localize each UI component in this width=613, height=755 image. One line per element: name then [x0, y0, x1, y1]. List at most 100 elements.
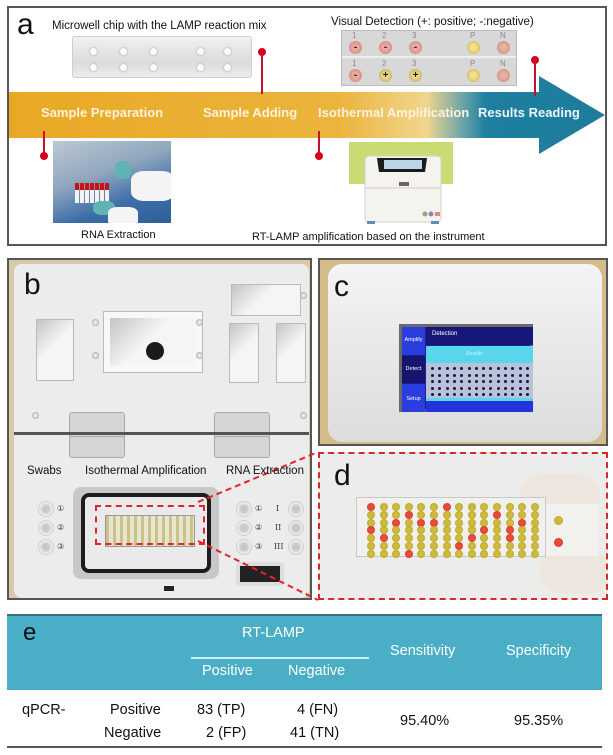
positive-well	[367, 510, 375, 519]
header-sensitivity: Sensitivity	[390, 643, 456, 659]
detection-row-2: 1 2 3 P N - + +	[342, 59, 516, 86]
screen-well-dot	[474, 373, 478, 377]
port-number: ③	[255, 542, 263, 551]
panel-b-device-photo: ① ② ③ ① ② ③ I II III b Swabs Isothermal …	[7, 258, 312, 600]
header-divider	[191, 657, 369, 659]
negative-well	[404, 549, 413, 558]
screen-well-dot	[525, 373, 529, 377]
control-tab	[546, 504, 598, 556]
screen-well-dot	[445, 380, 449, 383]
negative-well: -	[379, 41, 392, 54]
stage-isothermal-amplification: Isothermal Amplification	[318, 105, 470, 120]
positive-well	[518, 526, 527, 535]
port-number: II	[275, 523, 282, 532]
connector-dot	[315, 152, 323, 160]
screen-well-dot	[518, 367, 522, 370]
positive-well	[379, 518, 388, 527]
screen-well-dot	[525, 367, 529, 370]
positive-well	[442, 549, 451, 558]
positive-well	[467, 510, 476, 519]
well-label: P	[470, 59, 476, 68]
positive-well	[417, 542, 426, 550]
negative-well	[404, 510, 413, 519]
port-number: I	[276, 504, 280, 513]
negative-well	[367, 503, 375, 511]
positive-well	[493, 549, 501, 558]
device-housing: Amplify Detect Setup Detection Results	[328, 264, 602, 442]
panel-letter-d: d	[334, 459, 351, 492]
label-rna-extraction: RNA Extraction	[226, 465, 304, 477]
positive-well	[442, 518, 451, 527]
menu-amplify: Amplify	[402, 327, 425, 355]
screen-well-dot	[525, 380, 529, 383]
label-isothermal-amplification: Isothermal Amplification	[85, 465, 207, 477]
extraction-port	[236, 539, 252, 555]
screen-well-dot	[452, 393, 456, 396]
positive-control-well	[467, 69, 480, 82]
positive-well	[480, 542, 489, 550]
screen-well-dot	[460, 373, 464, 377]
screen-well-dot	[452, 380, 456, 383]
extraction-port	[236, 520, 252, 536]
positive-well	[404, 542, 413, 550]
header-rt-lamp: RT-LAMP	[242, 625, 305, 641]
negative-well	[417, 518, 426, 527]
table-header: e RT-LAMP Positive Negative Sensitivity …	[7, 614, 602, 690]
screen-well-dot	[482, 367, 486, 370]
screen-well-dot	[431, 386, 434, 390]
cell-tp: 83 (TP)	[197, 702, 246, 718]
device-body: ① ② ③ ① ② ③ I II III	[14, 264, 309, 598]
screen-well-dot	[438, 373, 442, 377]
storage-cavity	[36, 319, 74, 381]
negative-well	[367, 526, 375, 535]
screen-well-dot	[511, 380, 515, 383]
positive-well	[480, 503, 489, 511]
positive-well	[442, 542, 451, 550]
screen-well-dot	[511, 373, 515, 377]
screen-well-dot	[445, 393, 449, 396]
positive-control-well	[554, 516, 563, 525]
panel-c-screen-photo: Amplify Detect Setup Detection Results c	[318, 258, 608, 446]
positive-well	[467, 549, 476, 558]
screen-well-dot	[489, 393, 493, 396]
positive-well	[467, 503, 476, 511]
positive-well	[530, 542, 539, 550]
screen-well-dot	[467, 380, 471, 383]
negative-well	[518, 518, 527, 527]
positive-well	[518, 549, 527, 558]
panel-letter-e: e	[23, 619, 37, 646]
screen-well-dot	[482, 386, 486, 390]
positive-well	[480, 518, 489, 527]
positive-well	[367, 518, 375, 527]
positive-well	[530, 510, 539, 519]
positive-well: +	[409, 69, 422, 82]
positive-well	[455, 549, 464, 558]
port-number: ①	[57, 504, 65, 513]
positive-well	[417, 534, 426, 543]
instrument-caption: RT-LAMP amplification based on the instr…	[252, 231, 485, 243]
screen-well-dot	[496, 380, 500, 383]
screen-well-dot	[518, 393, 522, 396]
cell-tn: 41 (TN)	[290, 725, 340, 741]
positive-well	[392, 526, 401, 535]
screen-well-dot	[431, 380, 434, 383]
hinge	[214, 412, 270, 440]
cell-fn: 4 (FN)	[297, 702, 339, 718]
chip-caption: Microwell chip with the LAMP reaction mi…	[52, 20, 267, 32]
well-label: 1	[352, 59, 357, 68]
row-label-negative: Negative	[104, 725, 162, 741]
negative-well	[493, 510, 501, 519]
positive-well	[530, 518, 539, 527]
row-group-qpcr: qPCR-	[22, 702, 66, 718]
negative-well	[505, 526, 514, 535]
label-swabs: Swabs	[27, 465, 62, 477]
screen-well-dot	[438, 367, 442, 370]
screen-well-dot	[496, 386, 500, 390]
visual-detection-caption: Visual Detection (+: positive; -:negativ…	[331, 16, 534, 28]
screen-well-dot	[504, 393, 507, 396]
panel-d-chip-result: d	[318, 452, 608, 600]
panel-letter-c: c	[334, 270, 349, 303]
screen-well-dot	[525, 393, 529, 396]
rna-extraction-caption: RNA Extraction	[81, 229, 156, 241]
screen-well-dot	[496, 373, 500, 377]
